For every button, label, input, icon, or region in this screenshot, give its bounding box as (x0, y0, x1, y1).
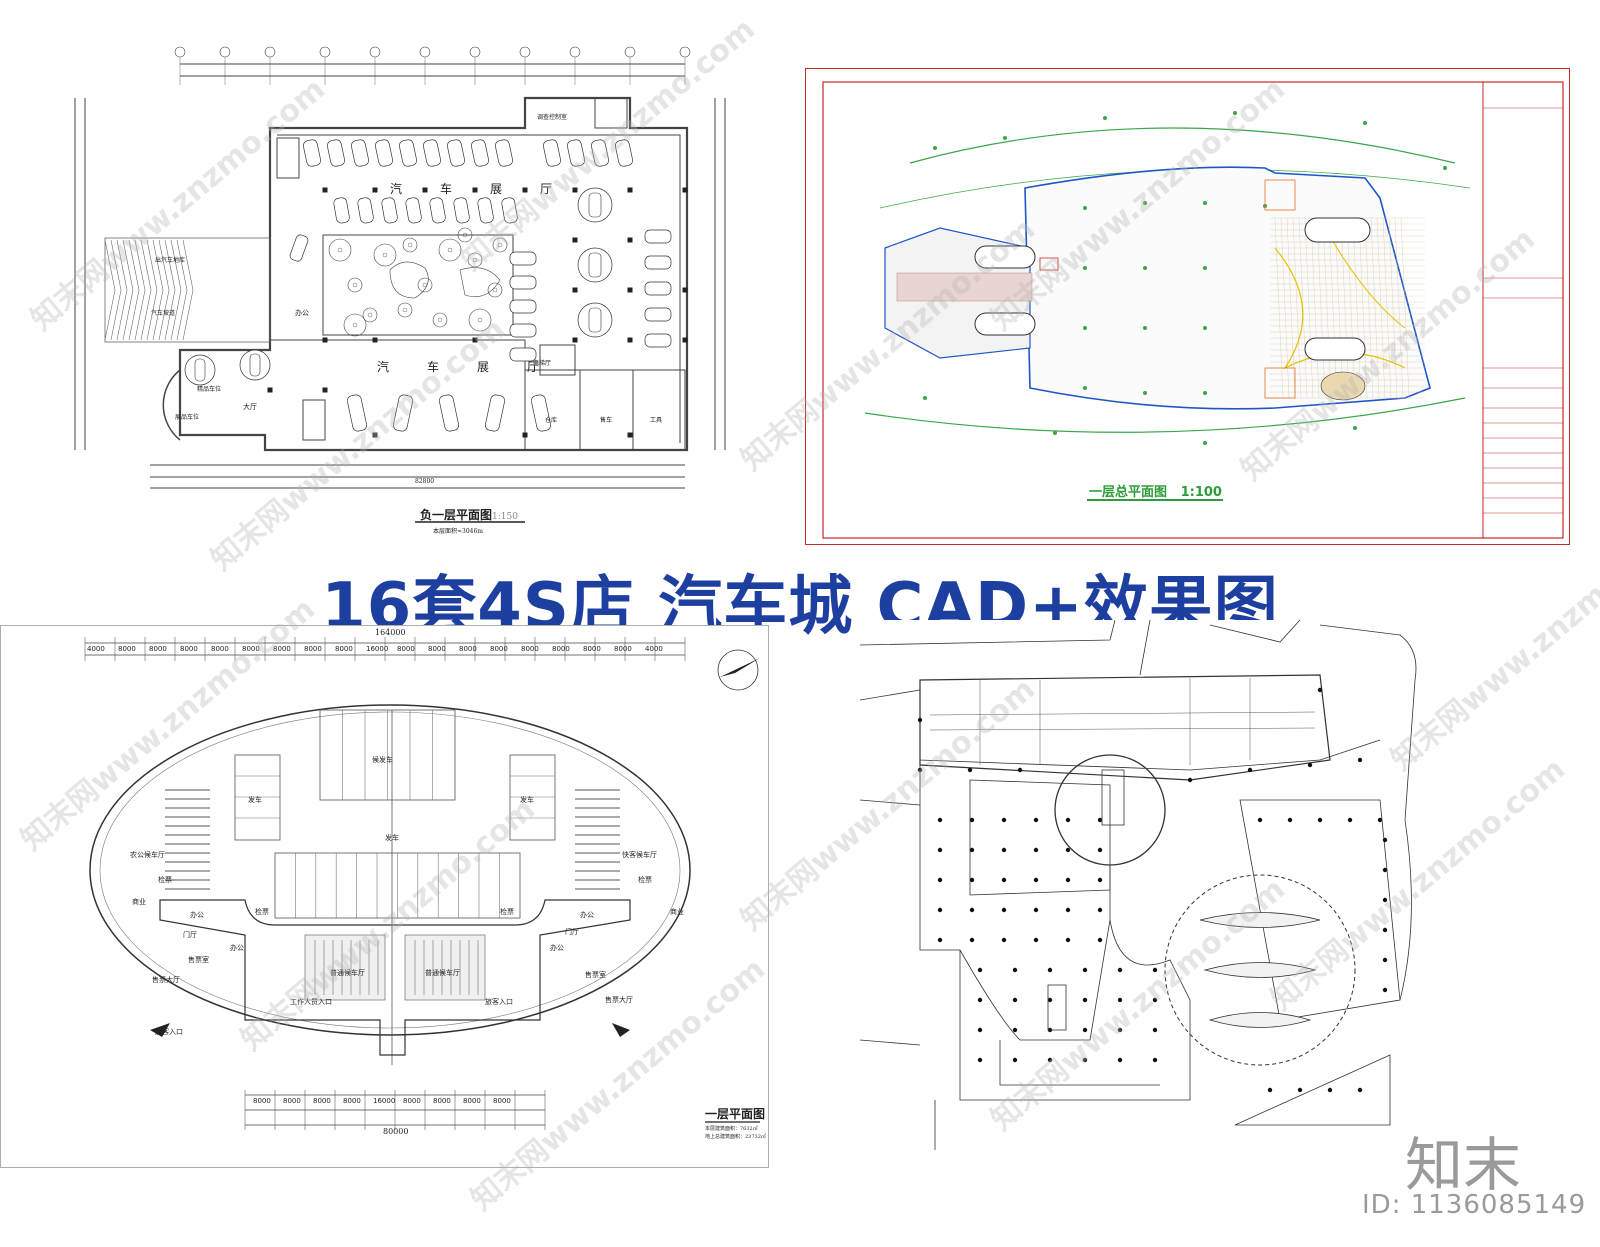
room-label: 快客候车厅 (622, 851, 657, 859)
plan-first-floor-master-drawing (805, 68, 1570, 545)
room-label: 农公候车厅 (130, 851, 165, 859)
dimension-label: 8000 (273, 645, 291, 653)
room-label: 调查控制室 (537, 114, 568, 121)
basement-title-text: 负一层平面图 (420, 508, 493, 522)
plan-site (860, 620, 1570, 1150)
dimension-label: 16000 (373, 1097, 396, 1105)
dimension-label: 8000 (149, 645, 167, 653)
dimension-label: 8000 (433, 1097, 451, 1105)
room-label: 旅客入口 (155, 1028, 183, 1036)
brand-logo: 知末 (1405, 1131, 1522, 1199)
hall-char: 汽 (377, 360, 428, 374)
room-label: 检票 (638, 876, 652, 884)
dimension-label: 4000 (645, 645, 663, 653)
room-label: 发车 (248, 796, 262, 804)
room-label: 精品车位 (197, 386, 222, 393)
basement-scale: 1:150 (492, 512, 518, 522)
room-label: 展品车位 (175, 414, 200, 421)
hall-char: 厅 (540, 182, 591, 196)
dimension-label: 8000 (343, 1097, 361, 1105)
room-label: 售车 (600, 417, 613, 424)
room-label: 商业 (670, 908, 684, 916)
room-label: 工具 (650, 417, 663, 424)
dimension-label: 8000 (463, 1097, 481, 1105)
room-label: 售票大厅 (152, 976, 180, 984)
oval-area-note: 地上总建筑面积：23732㎡ (705, 1134, 766, 1140)
dimension-label: 8000 (253, 1097, 271, 1105)
room-label: 售票室 (188, 956, 209, 964)
basement-hall-label-bottom: 汽车展厅 (377, 358, 577, 375)
dimension-label: 8000 (313, 1097, 331, 1105)
image-id: ID: 1136085149 (1362, 1190, 1587, 1220)
dimension-label: 8000 (397, 645, 415, 653)
plan-first-floor-oval: 164000 4000 8000 8000 8000 8000 8000 8000 8000 8… (0, 625, 770, 1170)
dimension-label: 8000 (459, 645, 477, 653)
room-label: 旅客入口 (485, 998, 513, 1006)
dimension-label: 8000 (211, 645, 229, 653)
hall-char: 车 (427, 360, 478, 374)
dimension-label: 8000 (583, 645, 601, 653)
room-label: 售票大厅 (605, 996, 633, 1004)
ramp-label: 出汽车地库 (155, 257, 186, 264)
oval-title: 一层平面图 (705, 1107, 766, 1121)
room-label: 售票室 (585, 971, 606, 979)
dimension-label: 4000 (87, 645, 105, 653)
oval-bottom-total: 80000 (383, 1127, 409, 1136)
hall-char: 展 (490, 182, 541, 196)
dimension-label: 8000 (428, 645, 446, 653)
dimension-label: 8000 (490, 645, 508, 653)
room-label: 门厅 (565, 928, 579, 936)
room-label: 检票 (158, 876, 172, 884)
room-label: 检票 (255, 908, 269, 916)
hall-char: 车 (440, 182, 491, 196)
master-plan-title-text: 一层总平面图 (1089, 485, 1168, 500)
room-label: 大厅 (243, 403, 257, 411)
room-label: 发车 (385, 834, 399, 842)
master-plan-title: 一层总平面图 1:100 (1089, 481, 1222, 500)
dimension-label: 8000 (304, 645, 322, 653)
dimension-label: 8000 (283, 1097, 301, 1105)
dimension-label: 8000 (118, 645, 136, 653)
room-label: 普通候车厅 (330, 969, 365, 977)
dimension-label: 8000 (242, 645, 260, 653)
room-label: 仓库 (545, 417, 558, 424)
dimension-label: 8000 (180, 645, 198, 653)
hall-char: 厅 (527, 360, 578, 374)
plan-basement: 汽车展厅 汽车展厅 办公 大厅 精品车位 展品车位 仓库 售车 工具 电梯厅 调… (55, 40, 775, 545)
plan-first-floor-master: 一层总平面图 1:100 (805, 68, 1570, 545)
master-plan-scale: 1:100 (1180, 485, 1222, 500)
room-label: 电梯厅 (533, 360, 552, 367)
room-label: 办公 (550, 944, 564, 952)
basement-hall-label-top: 汽车展厅 (390, 180, 590, 197)
dimension-label: 16000 (366, 645, 389, 653)
room-label: 办公 (190, 911, 204, 919)
plan-basement-drawing (74, 46, 726, 523)
plan-site-drawing (860, 620, 1417, 1150)
plan-first-floor-oval-drawing (0, 625, 769, 1168)
room-label: 办公 (295, 309, 309, 317)
dimension-label: 8000 (521, 645, 539, 653)
room-label: 普通候车厅 (425, 969, 460, 977)
basement-title: 负一层平面图1:150 (420, 506, 518, 523)
room-label: 办公 (580, 911, 594, 919)
dimension-label: 8000 (335, 645, 353, 653)
dimension-label: 8000 (403, 1097, 421, 1105)
room-label: 商业 (132, 898, 146, 906)
room-label: 检票 (500, 908, 514, 916)
basement-area: 本层面积≈3046m (433, 528, 483, 535)
room-label: 候发车 (372, 756, 393, 764)
room-label: 工作人员入口 (290, 998, 332, 1006)
basement-bottom-total: 82800 (415, 478, 435, 485)
dimension-label: 8000 (552, 645, 570, 653)
dimension-label: 8000 (493, 1097, 511, 1105)
room-label: 办公 (230, 944, 244, 952)
room-label: 发车 (520, 796, 534, 804)
oval-top-total: 164000 (375, 628, 406, 637)
hall-char: 汽 (390, 182, 441, 196)
oval-area-note: 本层建筑面积：7632㎡ (705, 1126, 758, 1132)
hall-char: 展 (477, 360, 528, 374)
ramp-label: 汽车坡道 (151, 310, 176, 317)
room-label: 门厅 (183, 931, 197, 939)
dimension-label: 8000 (614, 645, 632, 653)
